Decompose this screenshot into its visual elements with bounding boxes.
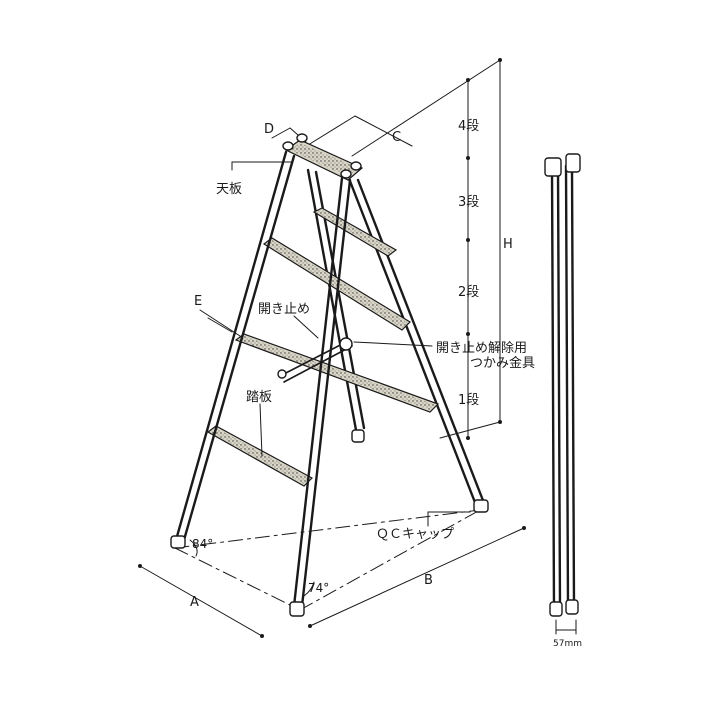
- dim-a-label: A: [190, 595, 199, 610]
- step-2-label: 2段: [458, 285, 479, 300]
- dimension-e: [199, 309, 241, 337]
- dimension-h: [351, 58, 502, 440]
- label-release-2: つかみ金具: [470, 355, 535, 371]
- label-angle-side: 74°: [308, 581, 329, 595]
- dim-c-label: C: [392, 130, 401, 145]
- front-legs: [174, 150, 352, 608]
- step-4-label: 4段: [458, 119, 479, 134]
- label-spreader: 開き止め: [258, 302, 310, 317]
- feet-caps: [170, 429, 489, 617]
- label-cap: ＱＣキャップ: [376, 527, 454, 542]
- dim-b-label: B: [424, 573, 433, 588]
- dim-h-label: H: [503, 237, 513, 252]
- dimension-ab: [138, 509, 526, 638]
- label-width-folded: 57mm: [553, 639, 582, 649]
- label-release-1: 開き止め解除用: [436, 341, 527, 356]
- leader-lines: [189, 161, 471, 597]
- dim-d-label: D: [264, 122, 274, 137]
- step-3-label: 3段: [458, 195, 479, 210]
- label-top-plate: 天板: [216, 182, 242, 197]
- treads: [206, 207, 440, 487]
- label-angle-front: 84°: [192, 537, 213, 551]
- folded-view: [544, 153, 581, 635]
- step-1-label: 1段: [458, 393, 479, 408]
- top-plate: [282, 133, 364, 181]
- label-step: 踏板: [246, 390, 272, 405]
- spreader-bar: [277, 337, 353, 383]
- dim-e-label: E: [194, 294, 202, 309]
